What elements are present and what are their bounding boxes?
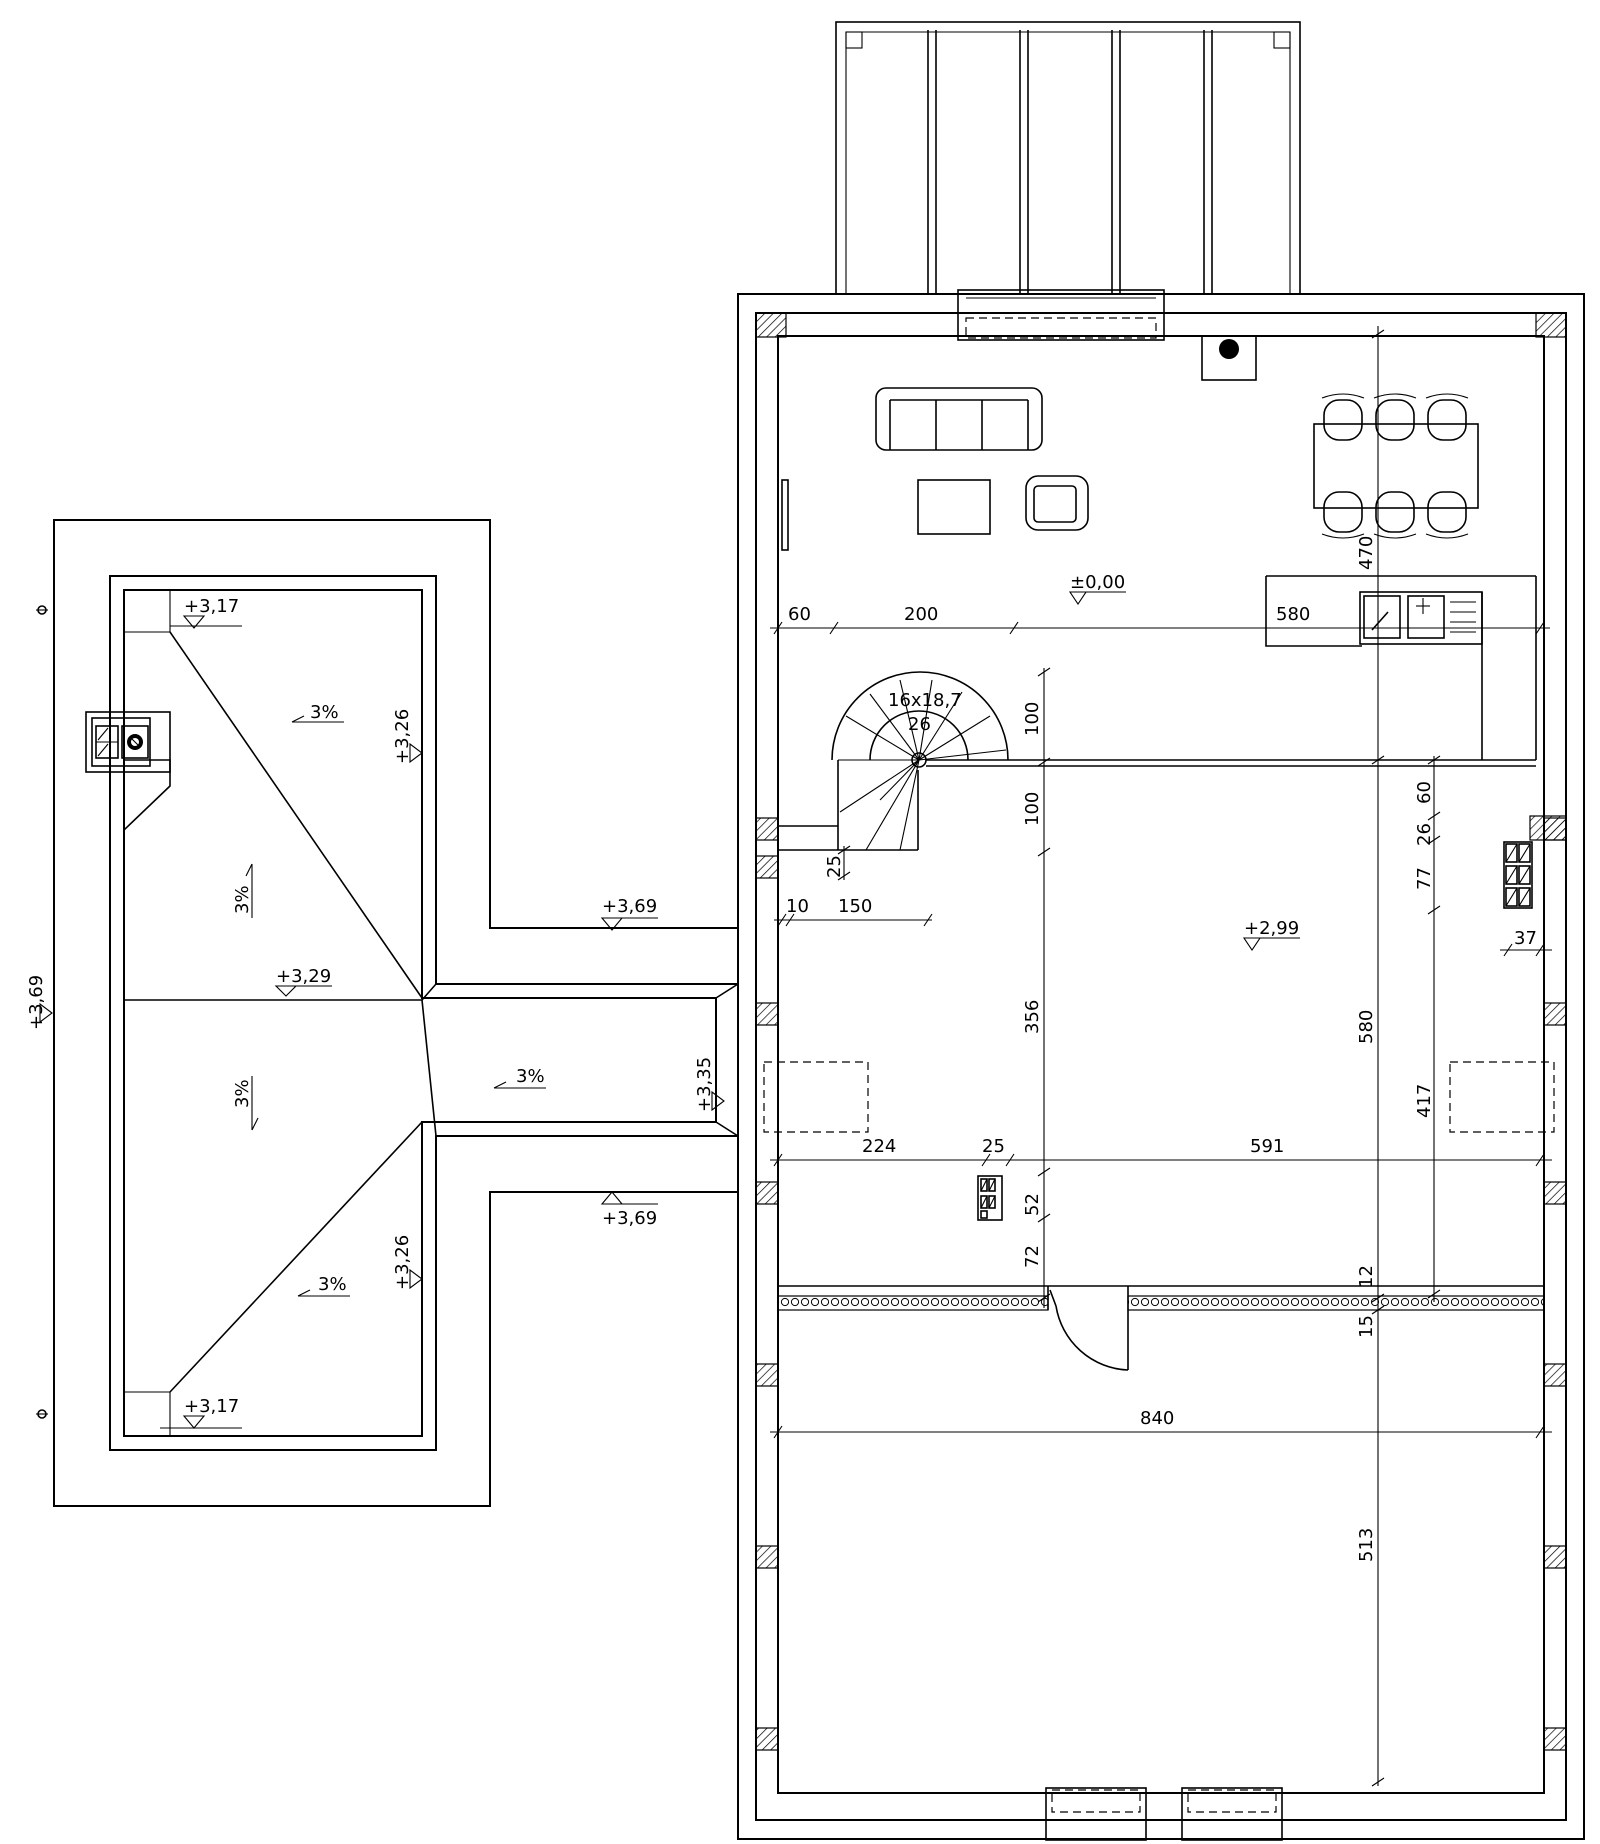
- level-side-upper-text: +3,26: [392, 709, 413, 764]
- slope-upper: 3%: [291, 702, 344, 723]
- dim-200: 200: [904, 604, 938, 625]
- level-floor-text: +2,99: [1244, 918, 1299, 939]
- skylight-right: [1449, 1061, 1555, 1133]
- dim-52: 52: [1022, 1193, 1043, 1216]
- dim-60: 60: [788, 604, 811, 625]
- level-marker-roof-left: +3,69: [26, 975, 53, 1030]
- chimney-middle: [977, 1175, 1003, 1221]
- slope-left-lower-text: 3%: [232, 1079, 253, 1108]
- dim-513: 513: [1356, 1528, 1377, 1562]
- slope-left-lower: 3%: [232, 1076, 259, 1131]
- level-side-lower-text: +3,26: [392, 1235, 413, 1290]
- partition-wall: [777, 1285, 1545, 1371]
- dim-356: 356: [1022, 1000, 1043, 1034]
- spiral-stair: 16x18,7 26: [778, 671, 1009, 851]
- dim-100a: 100: [1022, 702, 1043, 736]
- dim-100b: 100: [1022, 792, 1043, 826]
- chimney-right: [1503, 815, 1567, 909]
- dim-580-v: 580: [1356, 1010, 1377, 1044]
- dim-150: 150: [838, 896, 872, 917]
- slope-lower-text: 3%: [318, 1274, 347, 1295]
- dim-591: 591: [1250, 1136, 1284, 1157]
- stair-steps-label: 26: [908, 714, 931, 735]
- dim-224: 224: [862, 1136, 896, 1157]
- tv: [781, 479, 789, 551]
- level-marker-roof-bottom: +3,69: [600, 1191, 658, 1229]
- level-marker-side-upper: +3,26: [392, 709, 423, 764]
- stair-size-label: 16x18,7: [888, 690, 962, 711]
- dimension-lines: [770, 326, 1552, 1787]
- level-marker-ridge: +3,29: [274, 966, 332, 997]
- level-roof-top-text: +3,69: [602, 896, 657, 917]
- slope-lower: 3%: [297, 1274, 350, 1297]
- gutter-markers: [36, 605, 48, 1419]
- kitchen-counter: [1265, 575, 1537, 760]
- level-gutter-top-text: +3,17: [184, 596, 239, 617]
- level-roof-bottom-text: +3,69: [602, 1208, 657, 1229]
- slope-upper-text: 3%: [310, 702, 339, 723]
- level-marker-ground: ±0,00: [1068, 572, 1126, 605]
- slope-left-upper-text: 3%: [232, 885, 253, 914]
- slope-link-text: 3%: [516, 1066, 545, 1087]
- main-building: [737, 289, 1585, 1841]
- dim-417: 417: [1414, 1084, 1435, 1118]
- chimney-wing: [85, 711, 171, 773]
- slope-left-upper: 3%: [232, 863, 253, 918]
- level-ground-text: ±0,00: [1070, 572, 1125, 593]
- dim-840: 840: [1140, 1408, 1174, 1429]
- coffee-table: [917, 479, 991, 535]
- level-marker-gutter-bottom: +3,17: [160, 1396, 242, 1429]
- dim-72: 72: [1022, 1245, 1043, 1268]
- dim-10: 10: [786, 896, 809, 917]
- dim-26: 26: [1414, 823, 1435, 846]
- wall-pillars: [755, 312, 1567, 1751]
- level-marker-side-lower: +3,26: [392, 1235, 423, 1290]
- dim-25-v: 25: [824, 855, 845, 878]
- dim-15: 15: [1356, 1315, 1377, 1338]
- dim-25-h: 25: [982, 1136, 1005, 1157]
- skylight-left: [763, 1061, 869, 1133]
- stove: [1201, 335, 1257, 381]
- dim-12: 12: [1356, 1265, 1377, 1288]
- level-marker-gutter-top: +3,17: [170, 596, 242, 629]
- dim-580-h: 580: [1276, 604, 1310, 625]
- wing-roof: [53, 519, 739, 1507]
- dim-77: 77: [1414, 867, 1435, 890]
- level-marker-link: +3,35: [694, 1057, 725, 1112]
- pergola: [835, 21, 1301, 295]
- level-marker-roof-top: +3,69: [600, 896, 658, 931]
- dim-37: 37: [1514, 928, 1537, 949]
- dim-60-v: 60: [1414, 781, 1435, 804]
- level-roof-left-text: +3,69: [26, 975, 47, 1030]
- sofa: [875, 387, 1043, 451]
- slope-link: 3%: [493, 1066, 546, 1089]
- level-gutter-bottom-text: +3,17: [184, 1396, 239, 1417]
- dimension-labels: 60 200 580 470 100 100 25 10 150 60 26 7…: [786, 536, 1537, 1562]
- level-link-text: +3,35: [694, 1057, 715, 1112]
- level-ridge-text: +3,29: [276, 966, 331, 987]
- armchair: [1025, 475, 1089, 531]
- level-marker-floor: +2,99: [1242, 918, 1300, 951]
- dining-table: [1313, 393, 1479, 539]
- dim-470: 470: [1356, 536, 1377, 570]
